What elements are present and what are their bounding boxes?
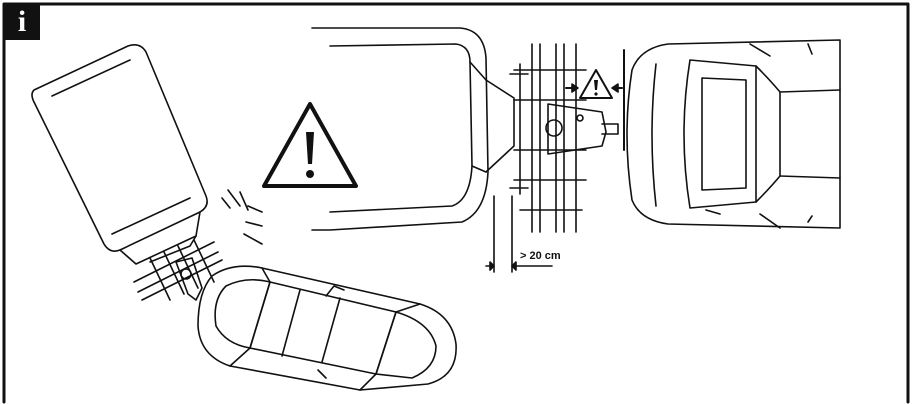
right-hitch-frame	[509, 43, 619, 233]
right-car	[626, 39, 841, 229]
info-icon: i	[4, 4, 40, 40]
arrows-markers	[565, 49, 625, 151]
gap-distance-label: > 20 cm	[520, 250, 561, 262]
left-trailer	[31, 44, 208, 265]
warning-triangle-icon-small	[579, 69, 613, 99]
impact-lines	[221, 189, 263, 245]
dimension-markers	[485, 195, 553, 273]
warning-triangle-icon-large	[262, 102, 358, 188]
left-hitch-frame	[133, 239, 223, 301]
right-trailer	[311, 27, 515, 231]
left-car	[197, 265, 457, 391]
